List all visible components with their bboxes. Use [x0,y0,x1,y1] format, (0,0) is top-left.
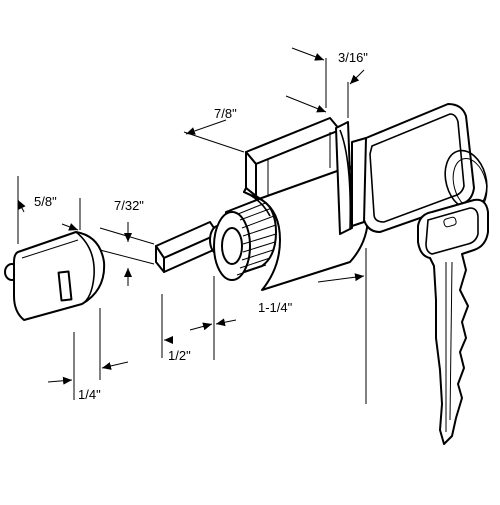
label-1-1-4: 1-1/4" [258,300,293,315]
label-1-4: 1/4" [78,387,101,402]
label-7-8: 7/8" [214,106,237,121]
label-3-16: 3/16" [338,50,368,65]
label-1-2: 1/2" [168,348,191,363]
lock-cylinder [155,117,369,291]
dimension-lines [17,47,367,404]
cam-cap [4,231,106,321]
label-5-8: 5/8" [34,194,57,209]
label-7-32: 7/32" [114,198,144,213]
dimension-labels: 3/16" 7/8" 5/8" 7/32" 1-1/4" 1/2" 1/4" [34,50,368,402]
key [351,103,489,445]
ribbed-collar [213,197,277,281]
